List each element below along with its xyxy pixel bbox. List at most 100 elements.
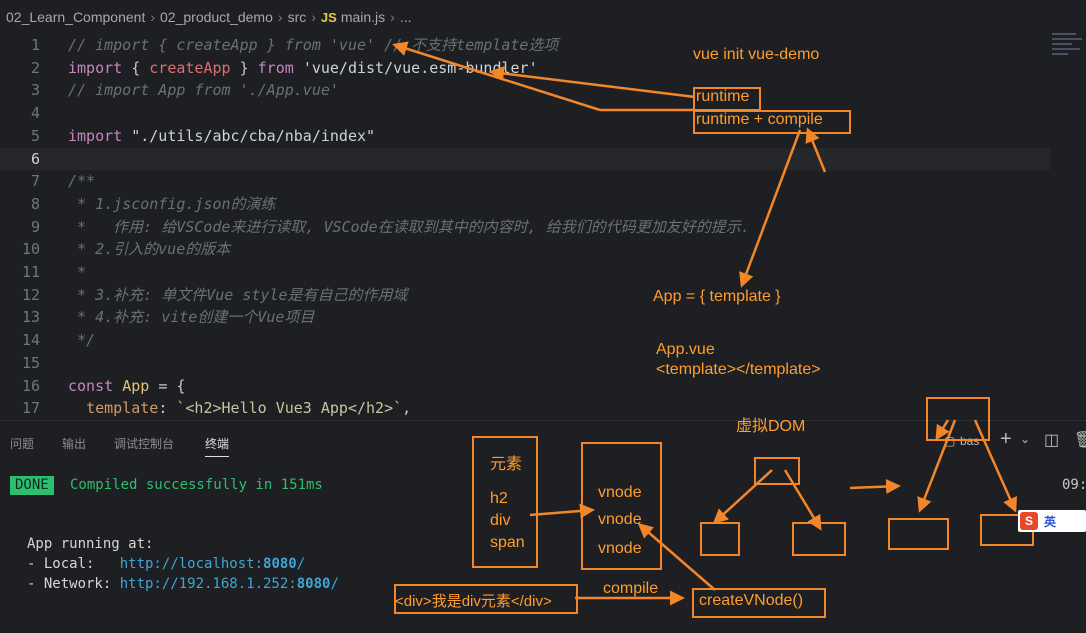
annotation-vue-init: vue init vue-demo — [693, 46, 820, 63]
line-number: 2 — [30, 58, 40, 77]
chevron-right-icon: › — [390, 9, 395, 25]
code-line[interactable]: 15 — [0, 352, 1050, 375]
code-editor[interactable]: 1 // import { createApp } from 'vue' // 不… — [0, 34, 1050, 420]
code-text[interactable]: * 1.jsconfig.json的演练 — [68, 194, 276, 213]
vdom-left-node — [700, 522, 740, 556]
code-text[interactable]: template: `<h2>Hello Vue3 App</h2>`, — [86, 399, 412, 418]
code-line[interactable]: 7 /** — [0, 170, 1050, 193]
code-text[interactable]: // import App from './App.vue' — [68, 81, 339, 100]
local-line: - Local: http://localhost:8080/ — [27, 555, 305, 574]
ime-toolbar[interactable]: S 英 — [1018, 510, 1086, 532]
local-url-port: 8080 — [263, 556, 297, 572]
compiled-message: Compiled successfully in 151ms — [70, 477, 323, 493]
chevron-down-icon[interactable]: ⌄ — [1020, 432, 1031, 446]
annotation-runtime: runtime — [696, 88, 750, 105]
code-text[interactable]: * 2.引入的vue的版本 — [68, 240, 231, 259]
code-line[interactable]: 1 // import { createApp } from 'vue' // 不… — [0, 34, 1050, 57]
code-line[interactable]: 6 — [0, 147, 1050, 171]
split-terminal-icon[interactable]: ◫ — [1044, 432, 1060, 449]
code-line[interactable]: 13 * 4.补充: vite创建一个Vue项目 — [0, 306, 1050, 329]
breadcrumb-more[interactable]: ... — [399, 9, 412, 25]
local-label: - Local: — [27, 556, 120, 572]
vdom-right-node — [792, 522, 846, 556]
code-line[interactable]: 3 // import App from './App.vue' — [0, 79, 1050, 102]
line-number: 1 — [30, 36, 40, 54]
js-file-icon: JS — [320, 9, 337, 25]
breadcrumb-item-folder[interactable]: 02_Learn_Component — [6, 9, 146, 25]
code-line[interactable]: 10 * 2.引入的vue的版本 — [0, 238, 1050, 261]
line-number: 15 — [21, 353, 40, 372]
elements-title: 元素 — [490, 456, 523, 473]
code-text[interactable]: * 4.补充: vite创建一个Vue项目 — [68, 308, 315, 327]
annotation-runtime-compile-box — [693, 110, 851, 134]
code-text[interactable]: // import { createApp } from 'vue' // 不支… — [68, 36, 559, 54]
network-label: - Network: — [27, 576, 120, 592]
annotation-app-vue: App.vue — [656, 341, 715, 358]
code-line[interactable]: 14 */ — [0, 329, 1050, 352]
breadcrumb-item-file[interactable]: main.js — [340, 9, 386, 25]
vnode-3: vnode — [598, 540, 642, 557]
line-number: 14 — [21, 331, 40, 350]
code-line[interactable]: 12 * 3.补充: 单文件Vue style是有自己的作用域 — [0, 284, 1050, 307]
code-text[interactable]: * 作用: 给VSCode来进行读取, VSCode在读取到其中的内容时, 给我… — [68, 217, 750, 236]
code-line[interactable]: 11 * — [0, 261, 1050, 284]
chevron-right-icon: › — [150, 9, 156, 25]
annotation-runtime-compile: runtime + compile — [696, 111, 823, 128]
line-number: 4 — [30, 104, 40, 123]
minimap[interactable] — [1050, 30, 1086, 90]
code-line[interactable]: 9 * 作用: 给VSCode来进行读取, VSCode在读取到其中的内容时, … — [0, 216, 1050, 239]
code-text[interactable]: * 3.补充: 单文件Vue style是有自己的作用域 — [68, 285, 408, 304]
add-terminal-icon[interactable]: + — [1000, 428, 1012, 450]
code-line[interactable]: 8 * 1.jsconfig.json的演练 — [0, 193, 1050, 216]
tab-debug-console[interactable]: 调试控制台 — [114, 437, 175, 451]
line-number: 9 — [30, 217, 40, 236]
chevron-right-icon: › — [277, 9, 283, 25]
annotation-div-text: <div>我是div元素</div> — [395, 593, 552, 610]
local-url-slash: / — [296, 556, 306, 572]
code-text[interactable]: /** — [68, 172, 96, 191]
terminal-output[interactable]: DONE Compiled successfully in 151ms App … — [0, 464, 1086, 633]
vdom-root-node — [754, 457, 800, 485]
code-text[interactable]: import { createApp } from 'vue/dist/vue.… — [68, 58, 538, 77]
element-h2: h2 — [490, 490, 508, 507]
div-element-box — [394, 584, 578, 614]
vnode-1: vnode — [598, 484, 642, 501]
network-url-link[interactable]: http://192.168.1.252:8080/ — [120, 576, 339, 592]
sogou-logo-icon: S — [1020, 512, 1038, 530]
network-url-host: http://192.168.1.252: — [119, 576, 297, 592]
line-number: 3 — [30, 81, 40, 100]
terminal-clock: 09: — [1062, 477, 1086, 493]
breadcrumb-item-project[interactable]: 02_product_demo — [160, 9, 273, 25]
tab-terminal[interactable]: 终端 — [205, 435, 230, 457]
dom-root-node — [926, 397, 990, 441]
code-text[interactable]: const App = { — [68, 376, 186, 395]
code-text[interactable]: */ — [68, 331, 96, 350]
annotation-virtual-dom: 虚拟DOM — [736, 418, 806, 435]
network-url-slash: / — [330, 576, 339, 592]
ime-language-toggle[interactable]: 英 — [1044, 515, 1057, 529]
line-number: 13 — [21, 308, 40, 327]
code-text[interactable]: import "./utils/abc/cba/nba/index" — [68, 126, 376, 145]
code-line[interactable]: 4 — [0, 102, 1050, 125]
line-number: 7 — [30, 172, 40, 191]
chevron-right-icon: › — [311, 9, 316, 25]
line-number: 8 — [30, 194, 40, 213]
create-vnode-box — [692, 588, 826, 618]
trash-icon[interactable]: 🗑 — [1074, 432, 1086, 449]
breadcrumb: 02_Learn_Component › 02_product_demo › s… — [0, 0, 1086, 34]
panel-tab-bar: 问题 输出 调试控制台 终端 — [0, 420, 1086, 465]
vnodes-box — [581, 442, 662, 570]
line-number: 17 — [21, 399, 40, 418]
dom-left-node — [888, 518, 949, 550]
local-url-link[interactable]: http://localhost:8080/ — [120, 556, 305, 572]
code-line[interactable]: 17 template: `<h2>Hello Vue3 App</h2>`, — [0, 397, 1050, 420]
breadcrumb-item-src[interactable]: src — [287, 9, 307, 25]
local-url-host: http://localhost: — [119, 556, 264, 572]
tab-problems[interactable]: 问题 — [10, 437, 35, 451]
code-text[interactable]: * — [68, 263, 87, 281]
code-line[interactable]: 2 import { createApp } from 'vue/dist/vue… — [0, 57, 1050, 80]
line-number: 10 — [21, 240, 40, 259]
tab-output[interactable]: 输出 — [62, 437, 87, 451]
